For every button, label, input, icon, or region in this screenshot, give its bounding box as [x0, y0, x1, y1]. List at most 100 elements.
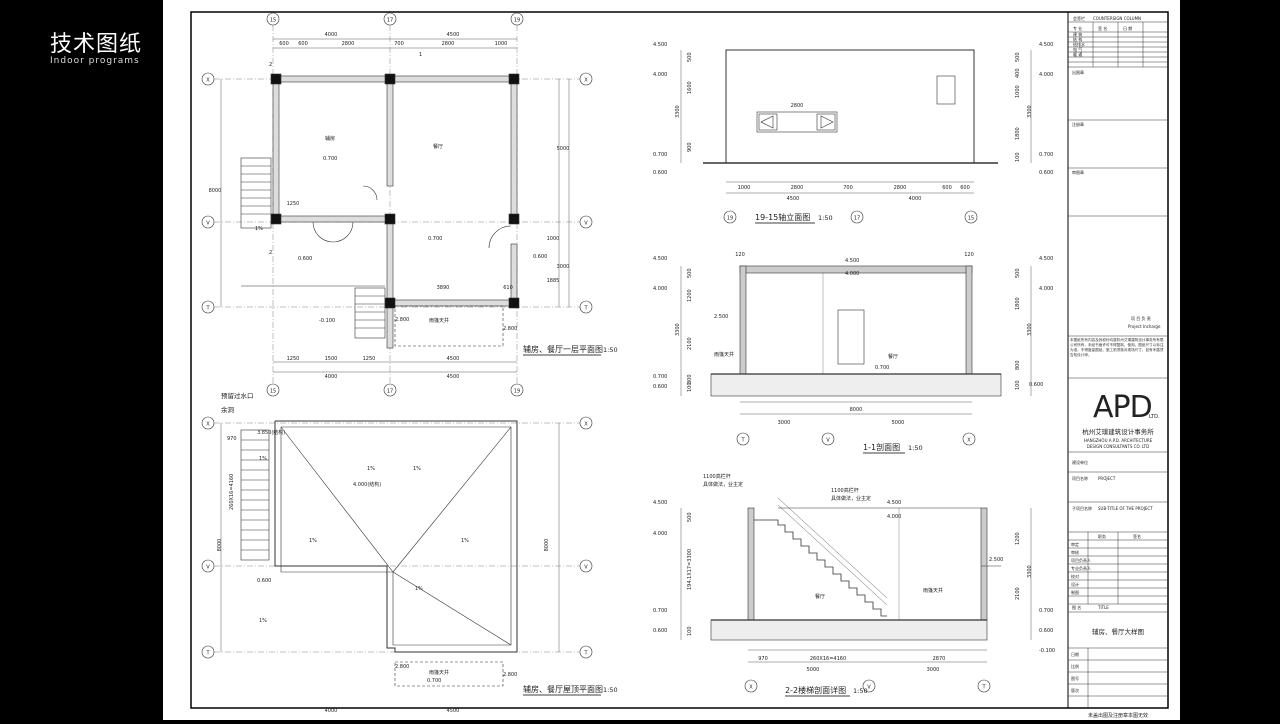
dimension: 4000: [325, 374, 338, 380]
elevation-mark: 0.700: [428, 236, 442, 242]
grid-label: 17: [387, 18, 393, 24]
grid-label: V: [826, 438, 830, 444]
dimension: 5000: [892, 420, 905, 426]
section-mark: 2: [269, 62, 272, 68]
dimension: 1250: [287, 356, 300, 362]
dimension: 2800: [791, 185, 804, 191]
titleblock-text: 暖 通: [1073, 51, 1082, 57]
dimension: 500: [687, 512, 693, 522]
dimension: 500: [1015, 52, 1021, 62]
titleblock-field: 注册章: [1072, 121, 1084, 127]
level-mark: 4.000: [1039, 286, 1053, 292]
level-mark: 4.500: [845, 258, 859, 264]
dimension: 100: [1015, 152, 1021, 162]
dimension: 1250: [287, 201, 300, 207]
elevation-mark: 0.700: [427, 678, 441, 684]
grid-label: V: [584, 221, 588, 227]
dimension: 600: [279, 41, 289, 47]
grid-label: X: [206, 78, 210, 84]
note-label: 1100高栏杆: [703, 473, 731, 480]
dimension: 600: [942, 185, 952, 191]
elevation-mark: 0.600: [533, 254, 547, 260]
titleblock-text: Project Incharge: [1128, 324, 1161, 329]
dimension: 800: [687, 374, 693, 384]
dimension: 1600: [687, 81, 693, 94]
dimension: 3300: [1027, 105, 1033, 118]
grid-label: V: [867, 685, 871, 691]
titleblock-field: 出图章: [1072, 69, 1084, 75]
page-subtitle: Indoor programs: [50, 56, 140, 66]
grid-label: X: [967, 438, 971, 444]
level-mark: 4.000: [887, 514, 901, 520]
grid-label: 17: [387, 389, 393, 395]
grid-label: 15: [968, 216, 974, 222]
level-mark: 4.500: [653, 42, 667, 48]
dimension: 2870: [933, 656, 946, 662]
dimension: 600: [960, 185, 970, 191]
footer-note: 未盖出图及注册章本图无效: [1088, 712, 1148, 719]
drawing-scale: 1:50: [818, 214, 833, 222]
grid-label: V: [206, 221, 210, 227]
grid-label: X: [206, 422, 210, 428]
drawing-sheet: 15 17 19 15 17 19 X V T X V T 4000 4500 …: [163, 0, 1180, 720]
section-mark: 1: [419, 52, 422, 58]
dimension: 2800: [442, 41, 455, 47]
level-mark: 0.700: [1039, 152, 1053, 158]
note-label: 余洞: [221, 405, 235, 414]
level-mark: 0.600: [1039, 628, 1053, 634]
elevation-mark: 4.000(结构): [353, 481, 381, 488]
dimension: 4500: [447, 374, 460, 380]
dimension: 260X16=4160: [810, 656, 846, 662]
level-mark: 0.700: [1039, 608, 1053, 614]
dimension: 1000: [738, 185, 751, 191]
level-mark: 0.600: [1039, 170, 1053, 176]
dimension: 400: [1015, 68, 1021, 78]
titleblock-text: 项目负责人: [1071, 557, 1091, 563]
grid-label: T: [583, 651, 588, 657]
titleblock-text: COUNTERSIGN COLUMN: [1093, 16, 1141, 21]
dimension: 500: [1015, 268, 1021, 278]
grid-label: 17: [854, 216, 860, 222]
dimension: 3000: [778, 420, 791, 426]
drawing-scale: 1:50: [908, 444, 923, 452]
grid-label: 19: [514, 18, 520, 24]
drawing-scale: 1:50: [853, 687, 868, 695]
elevation-mark: 0.600: [257, 578, 271, 584]
titleblock-text: 比例: [1071, 663, 1079, 669]
titleblock-text: 给排水: [1073, 41, 1085, 47]
level-mark: 4.500: [653, 500, 667, 506]
company-name-en: HANGZHOU A.P.D. ARCHITECTURE: [1084, 438, 1153, 443]
titleblock-text: 项 目 负 责: [1131, 315, 1151, 321]
roof-plan: [201, 416, 593, 687]
dimension: 800: [1015, 360, 1021, 370]
slope-mark: 1%: [309, 538, 317, 544]
drawing-scale: 1:50: [603, 686, 618, 694]
drawing-title: 辅房、餐厅一层平面图: [523, 344, 603, 354]
dimension: 700: [394, 41, 404, 47]
dimension: 1885: [547, 278, 560, 284]
titleblock-text: 电 气: [1073, 46, 1082, 52]
dimension: 1000: [1015, 85, 1021, 98]
elevation-19-15: [680, 49, 1032, 224]
level-mark: 0.600: [653, 628, 667, 634]
titleblock-text: 审定: [1071, 541, 1079, 547]
dimension: 1500: [325, 356, 338, 362]
level-mark: 4.500: [653, 256, 667, 262]
titleblock-text: 制图: [1071, 589, 1079, 595]
level-mark: -0.100: [1039, 648, 1055, 654]
title-block: [1068, 21, 1168, 708]
grid-label: T: [205, 306, 210, 312]
dimension: 1200: [687, 289, 693, 302]
dimension: 1000: [547, 236, 560, 242]
dimension: 2100: [687, 337, 693, 350]
titleblock-text: 专业负责人: [1071, 565, 1091, 571]
elevation-mark: 3.850(结构): [257, 429, 285, 436]
slope-mark: 1%: [413, 466, 421, 472]
dimension: 4500: [447, 356, 460, 362]
dimension: 194.1X17=3300: [687, 549, 693, 590]
level-mark: 4.000: [653, 531, 667, 537]
level-mark: 4.500: [1039, 256, 1053, 262]
titleblock-field: 建设单位: [1072, 459, 1088, 465]
dimension: 4000: [325, 708, 338, 714]
dimension: 2100: [1015, 587, 1021, 600]
